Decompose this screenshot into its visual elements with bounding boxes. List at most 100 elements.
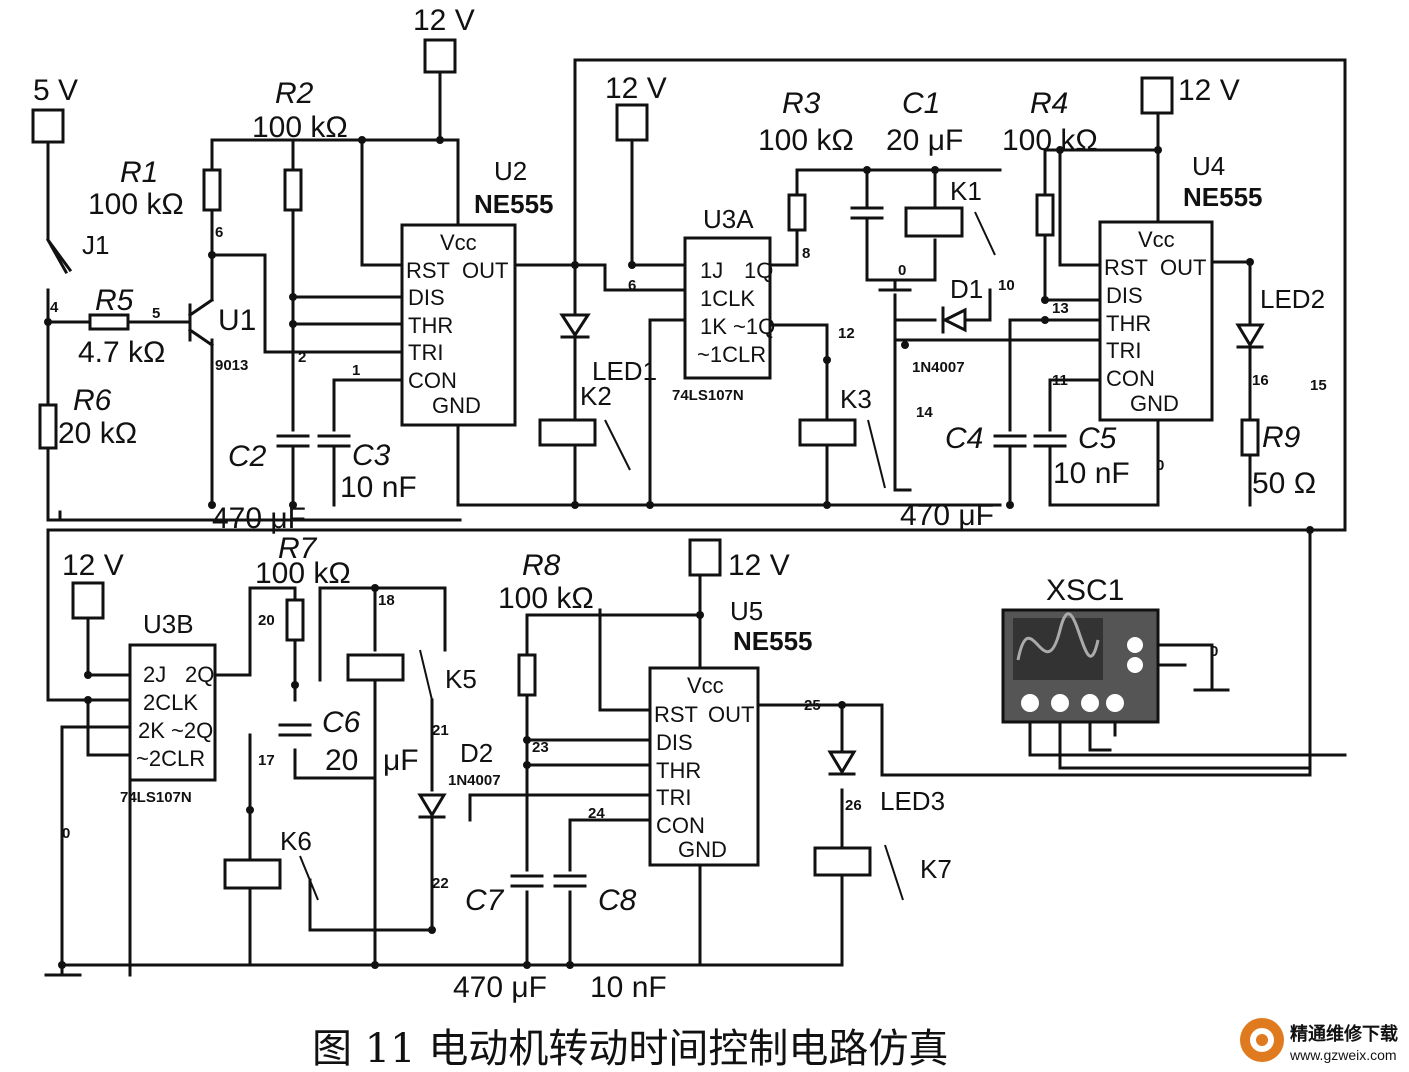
node-label: 10 <box>998 277 1015 294</box>
label-12v-u4: 12 V <box>1178 74 1240 107</box>
supply-12v-u4 <box>1140 76 1174 115</box>
node-label: 2 <box>298 349 306 366</box>
capacitor-c7 <box>510 874 544 888</box>
u4-pin-out: OUT <box>1160 255 1206 280</box>
watermark-name: 精通维修下载 <box>1290 1023 1398 1044</box>
label-u1-ref: U1 <box>218 304 256 337</box>
resistor-r5 <box>88 313 130 331</box>
label-u4-ref: U4 <box>1192 151 1225 181</box>
label-led2: LED2 <box>1260 284 1325 314</box>
u4-pin-thr: THR <box>1106 311 1151 336</box>
label-c3-value: 10 nF <box>340 471 417 504</box>
label-r2-value: 100 kΩ <box>252 111 348 144</box>
ic-u3a-74ls107n <box>683 236 772 380</box>
capacitor-c5 <box>1033 434 1067 448</box>
label-12v-u2: 12 V <box>413 4 475 37</box>
label-5v: 5 V <box>33 74 78 107</box>
led-led2 <box>1235 323 1265 349</box>
label-r7-ref: R7 <box>278 532 318 565</box>
u3b-pin-2clr: ~2CLR <box>136 746 205 771</box>
u3b-pin-2q: 2Q <box>185 662 214 687</box>
label-c3-ref: C3 <box>352 439 391 472</box>
label-d1-ref: D1 <box>950 274 983 304</box>
node-label: 22 <box>432 875 449 892</box>
node-label: 1 <box>352 362 360 379</box>
label-c6-value-a: 20 <box>325 744 358 777</box>
node-label: 25 <box>804 697 821 714</box>
resistor-r1 <box>202 168 222 212</box>
u5-pin-thr: THR <box>656 758 701 783</box>
u3b-pin-2j: 2J <box>143 662 166 687</box>
label-c2-ref: C2 <box>228 440 267 473</box>
node-label: 20 <box>258 612 275 629</box>
node-label: 15 <box>1310 377 1327 394</box>
ic-u2-ne555 <box>400 223 517 427</box>
ic-u4-ne555 <box>1098 220 1214 422</box>
node-label: 11 <box>1052 372 1068 389</box>
label-r4-value: 100 kΩ <box>1002 124 1098 157</box>
label-c7-value: 470 μF <box>453 971 547 1004</box>
label-r6-ref: R6 <box>73 384 112 417</box>
u5-pin-tri: TRI <box>656 785 691 810</box>
u2-pin-gnd: GND <box>432 393 481 418</box>
label-r5-ref: R5 <box>95 284 134 317</box>
node-label: 0 <box>1210 643 1218 660</box>
relay-k5 <box>346 653 405 682</box>
label-c7-ref: C7 <box>465 884 505 917</box>
node-label: 14 <box>916 404 933 421</box>
resistor-r9 <box>1240 418 1260 457</box>
watermark-url: www.gzweix.com <box>1289 1047 1397 1063</box>
u4-pin-dis: DIS <box>1106 283 1143 308</box>
label-led1: LED1 <box>592 356 657 386</box>
label-k2: K2 <box>580 381 612 411</box>
ground-symbols <box>44 278 1230 977</box>
capacitors <box>276 206 1067 888</box>
label-d2-ref: D2 <box>460 738 493 768</box>
u3a-pin-1j: 1J <box>700 258 723 283</box>
u2-pin-thr: THR <box>408 313 453 338</box>
u3a-pin-1clk: 1CLK <box>700 286 755 311</box>
label-led3: LED3 <box>880 786 945 816</box>
label-u5-ref: U5 <box>730 596 763 626</box>
label-u1-part: 9013 <box>215 357 248 374</box>
diodes <box>417 306 1265 819</box>
u2-pin-vcc: Vcc <box>440 230 477 255</box>
capacitor-c2 <box>276 434 310 448</box>
label-c8-value: 10 nF <box>590 971 667 1004</box>
node-label: 0 <box>1156 457 1164 474</box>
label-k3: K3 <box>840 384 872 414</box>
resistors <box>38 168 1260 697</box>
u3b-pin-2k: 2K ~2Q <box>138 718 213 743</box>
capacitor-c8 <box>553 874 587 888</box>
node-label: 5 <box>152 305 160 322</box>
u2-pin-out: OUT <box>462 258 508 283</box>
u5-pin-vcc: Vcc <box>687 673 724 698</box>
label-k7: K7 <box>920 854 952 884</box>
resistor-r7 <box>285 598 305 642</box>
label-u3b-part: 74LS107N <box>120 789 192 806</box>
label-r6-value: 20 kΩ <box>58 417 137 450</box>
label-c6-ref: C6 <box>322 706 361 739</box>
label-r8-value: 100 kΩ <box>498 582 594 615</box>
node-label: 24 <box>588 805 605 822</box>
u2-pin-rst: RST <box>406 258 450 283</box>
diode-d2 <box>417 793 447 819</box>
resistor-r4 <box>1035 193 1055 237</box>
label-12v-u3a: 12 V <box>605 72 667 105</box>
label-r5-value: 4.7 kΩ <box>78 336 165 369</box>
led-led3 <box>827 750 857 776</box>
u3a-pin-1q: 1Q <box>744 258 773 283</box>
relay-k6 <box>223 858 282 890</box>
u5-pin-rst: RST <box>654 702 698 727</box>
node-label: 23 <box>532 739 549 756</box>
label-j1: J1 <box>82 230 109 260</box>
label-r9-value: 50 Ω <box>1252 467 1316 500</box>
label-u3b-ref: U3B <box>143 609 194 639</box>
label-u5-part: NE555 <box>733 626 813 656</box>
node-label: 8 <box>802 245 810 262</box>
node-label: 12 <box>838 325 855 342</box>
label-12v-u3b: 12 V <box>62 549 124 582</box>
node-label: 0 <box>898 262 906 279</box>
oscilloscope-xsc1 <box>1001 608 1160 724</box>
